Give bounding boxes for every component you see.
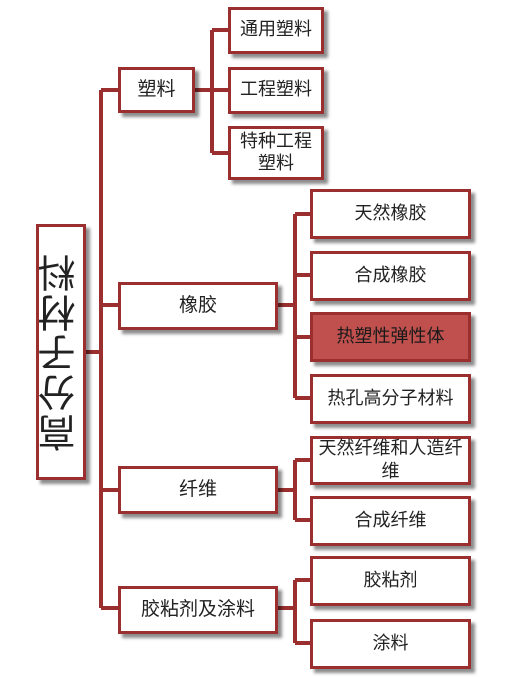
subtype-label: 涂料 [372,632,409,654]
category-fiber-label: 纤维 [178,478,217,501]
subtype-thermoplastic-elastomer: 热塑性弹性体 [310,312,471,362]
subtype-natural-rubber: 天然橡胶 [310,189,471,239]
root-label: 高分子材料 [38,252,83,452]
subtype-label: 天然纤维和人造纤维 [318,438,463,482]
category-plastic: 塑料 [118,67,195,113]
category-rubber: 橡胶 [118,282,278,330]
subtype-engineering-plastic: 工程塑料 [228,67,324,114]
subtype-natural-artificial-fiber: 天然纤维和人造纤维 [310,436,471,485]
subtype-label: 特种工程塑料 [239,130,312,175]
category-rubber-label: 橡胶 [178,294,217,317]
subtype-label: 合成橡胶 [354,264,427,286]
subtype-label: 热孔高分子材料 [327,387,454,409]
subtype-general-plastic: 通用塑料 [228,7,324,54]
subtype-label: 工程塑料 [240,79,312,101]
subtype-label: 合成纤维 [354,509,427,531]
subtype-synthetic-fiber: 合成纤维 [310,496,471,546]
subtype-adhesive: 胶粘剂 [310,556,471,606]
subtype-label: 天然橡胶 [354,202,427,224]
subtype-synthetic-rubber: 合成橡胶 [310,251,471,301]
category-adhesive-coating: 胶粘剂及涂料 [118,586,278,634]
root-node: 高分子材料 [36,224,86,480]
subtype-coating: 涂料 [310,619,471,669]
subtype-special-engineering-plastic: 特种工程塑料 [228,126,324,180]
category-fiber: 纤维 [118,466,278,514]
subtype-label: 胶粘剂 [363,569,418,591]
category-plastic-label: 塑料 [137,78,176,101]
category-adhesive-coating-label: 胶粘剂及涂料 [140,598,255,621]
subtype-label: 热塑性弹性体 [336,325,445,347]
subtype-label: 通用塑料 [240,19,312,41]
subtype-thermal-porous-polymer: 热孔高分子材料 [310,374,471,424]
